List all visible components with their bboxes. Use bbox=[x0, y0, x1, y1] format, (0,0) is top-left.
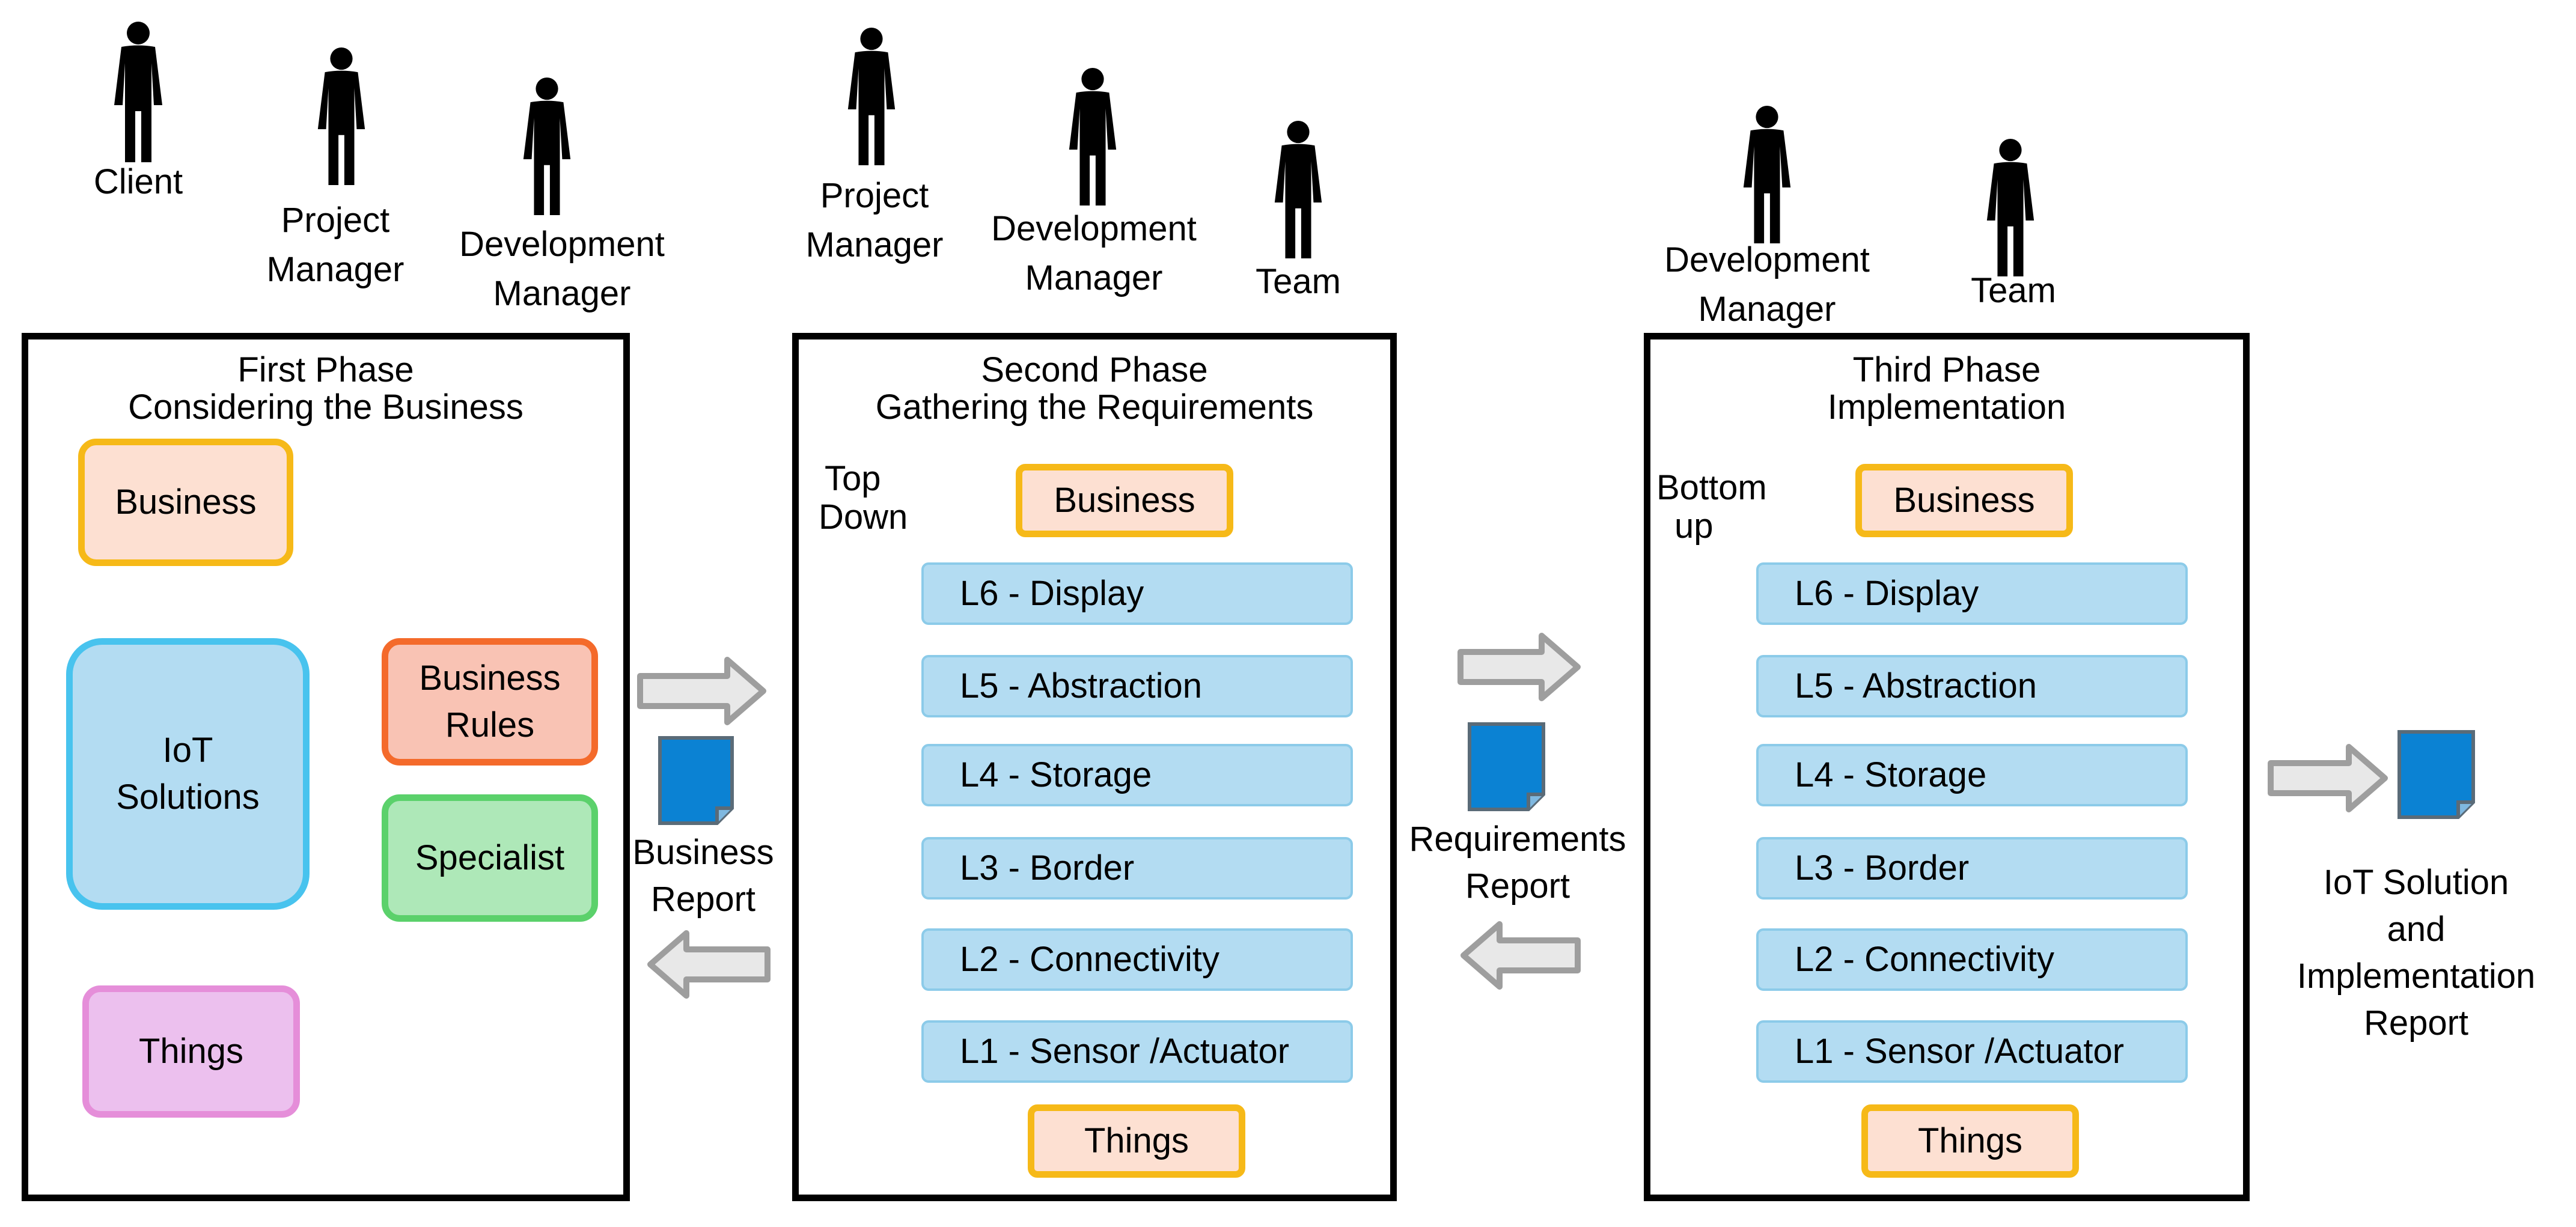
right-arrow-phase2-to-phase3 bbox=[1457, 633, 1581, 701]
phase2-business-box: Business bbox=[1016, 464, 1233, 537]
final-report-document-icon bbox=[2397, 730, 2475, 819]
phase2-things-box: Things bbox=[1028, 1104, 1245, 1178]
phase2-layer-l3: L3 - Border bbox=[921, 837, 1353, 900]
client-person-icon bbox=[114, 22, 162, 162]
phase3-layer-l6: L6 - Display bbox=[1756, 562, 2188, 625]
role-team-2: Team bbox=[1256, 262, 1341, 301]
phase2-layer-l5: L5 - Abstraction bbox=[921, 655, 1353, 717]
phase3-layer-l3: L3 - Border bbox=[1756, 837, 2188, 900]
phase2-layer-l2: L2 - Connectivity bbox=[921, 928, 1353, 991]
business-report-document-icon bbox=[658, 736, 734, 825]
phase3-business-box: Business bbox=[1855, 464, 2073, 537]
right-arrow-to-final-report bbox=[2268, 744, 2388, 812]
role-team-3: Team bbox=[1971, 271, 2056, 310]
phase3-layer-l5: L5 - Abstraction bbox=[1756, 655, 2188, 717]
phase1-things-box: Things bbox=[82, 985, 300, 1118]
team-2-person-icon bbox=[1274, 120, 1322, 258]
development-manager-person-icon bbox=[523, 77, 571, 215]
phase3-layer-l1: L1 - Sensor /Actuator bbox=[1756, 1020, 2188, 1083]
team-3-person-icon bbox=[1986, 138, 2034, 276]
phase3-layer-l2: L2 - Connectivity bbox=[1756, 928, 2188, 991]
phase3-layer-l4: L4 - Storage bbox=[1756, 744, 2188, 806]
project-manager-2-person-icon bbox=[847, 27, 896, 165]
left-arrow-phase3-to-phase2 bbox=[1460, 921, 1581, 990]
left-arrow-phase2-to-phase1 bbox=[647, 930, 771, 999]
requirements-report-document-icon bbox=[1468, 722, 1545, 811]
project-manager-person-icon bbox=[317, 47, 365, 185]
phase2-layer-l1: L1 - Sensor /Actuator bbox=[921, 1020, 1353, 1083]
role-client: Client bbox=[93, 162, 183, 201]
phase3-things-box: Things bbox=[1861, 1104, 2079, 1178]
right-arrow-phase1-to-phase2 bbox=[637, 657, 766, 725]
development-manager-3-person-icon bbox=[1743, 105, 1791, 243]
phase2-layer-l4: L4 - Storage bbox=[921, 744, 1353, 806]
specialist-box: Specialist bbox=[382, 794, 598, 922]
development-manager-2-person-icon bbox=[1069, 67, 1117, 206]
phase1-business-box: Business bbox=[78, 439, 293, 566]
phase2-layer-l6: L6 - Display bbox=[921, 562, 1353, 625]
